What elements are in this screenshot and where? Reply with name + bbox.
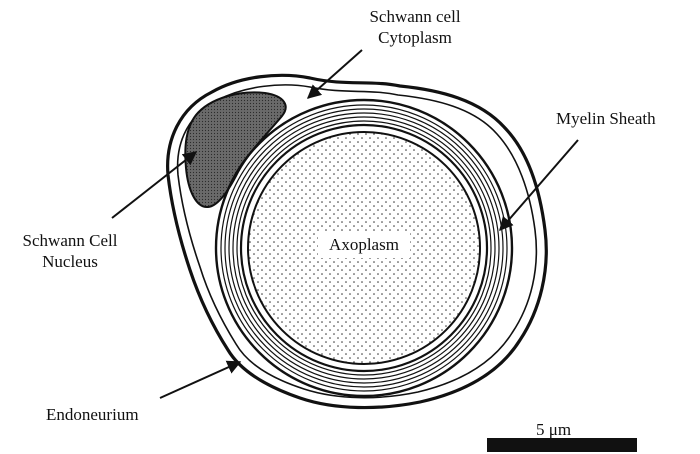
nucleus-label-line1: Schwann Cell — [8, 230, 132, 251]
endoneurium-label: Endoneurium — [46, 404, 139, 425]
scale-bar-label: 5 μm — [536, 419, 571, 440]
cytoplasm-label: Schwann cell Cytoplasm — [350, 6, 480, 49]
cytoplasm-label-line1: Schwann cell — [350, 6, 480, 27]
endoneurium-arrow — [160, 362, 240, 398]
myelin-label: Myelin Sheath — [556, 108, 656, 129]
nucleus-label: Schwann Cell Nucleus — [8, 230, 132, 273]
nucleus-label-line2: Nucleus — [8, 251, 132, 272]
axoplasm-label: Axoplasm — [318, 234, 410, 255]
cytoplasm-label-line2: Cytoplasm — [350, 27, 480, 48]
